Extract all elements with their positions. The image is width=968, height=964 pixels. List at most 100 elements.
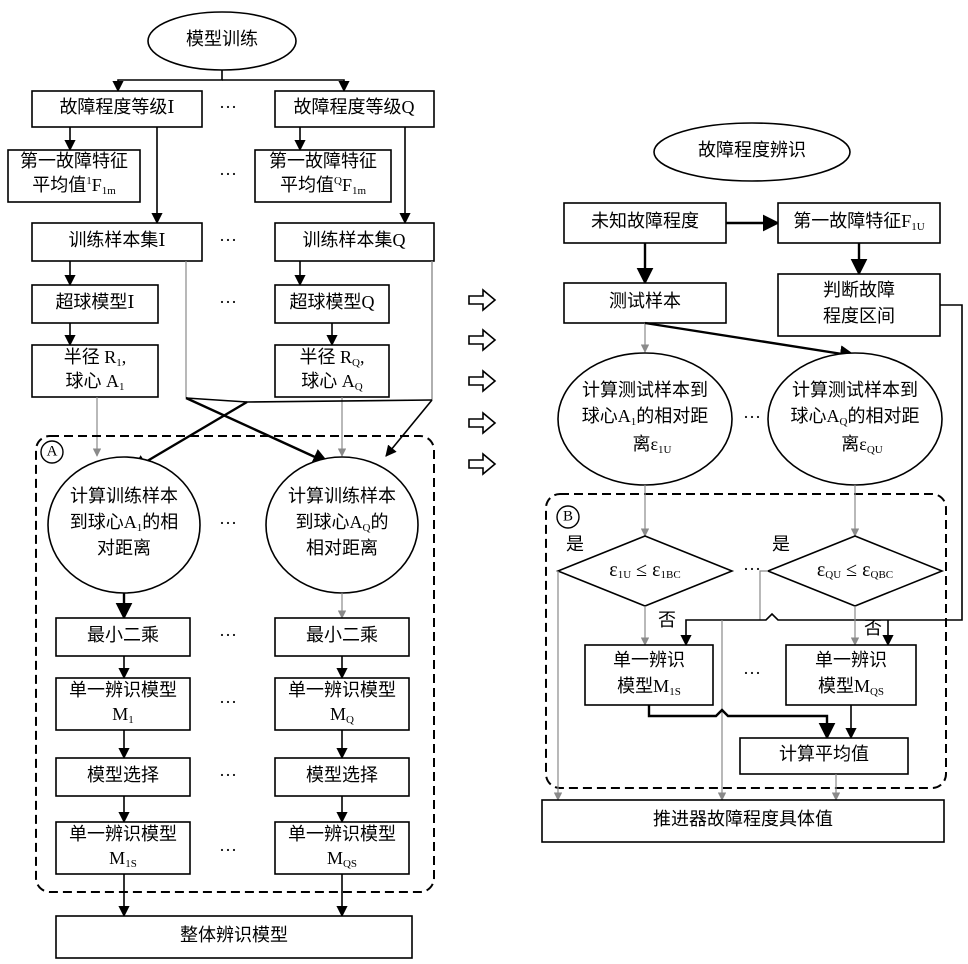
- region-b-tag: B: [563, 508, 573, 524]
- final-model-1-box: 单一辨识模型 M1S: [56, 822, 190, 874]
- hollow-arrow-icon: [469, 371, 495, 391]
- ellipsis: ···: [219, 765, 237, 785]
- ellipsis: ···: [219, 692, 237, 712]
- identification-title-node: 故障程度辨识: [654, 123, 850, 181]
- hypersphere-q-label: 超球模型Q: [290, 292, 375, 312]
- feature-mean-1-line1: 第一故障特征: [20, 151, 128, 171]
- model-selection-1-box: 模型选择: [56, 758, 190, 796]
- average-label: 计算平均值: [779, 744, 869, 764]
- ellipsis: ···: [219, 292, 237, 312]
- overall-model-box: 整体辨识模型: [56, 916, 412, 958]
- judge-interval-box: 判断故障 程度区间: [778, 274, 940, 336]
- distance-q-line1: 计算训练样本: [288, 486, 396, 506]
- identification-title: 故障程度辨识: [698, 140, 806, 160]
- distance-q-line2: 到球心AQ的: [296, 512, 389, 533]
- feature-mean-q-line1: 第一故障特征: [269, 151, 377, 171]
- region-a-tag: A: [47, 443, 58, 459]
- fault-level-1-box: 故障程度等级Ⅰ: [32, 91, 202, 127]
- ellipsis: ···: [219, 513, 237, 533]
- training-title: 模型训练: [186, 29, 258, 49]
- distance-1-line2: 到球心A1的相: [70, 512, 179, 533]
- hollow-arrow-icon: [469, 330, 495, 350]
- test-sample-label: 测试样本: [609, 291, 681, 311]
- least-squares-q-label: 最小二乘: [306, 625, 378, 645]
- training-set-1-label: 训练样本集Ⅰ: [68, 230, 165, 250]
- yes-label-1: 是: [566, 534, 584, 554]
- training-title-node: 模型训练: [148, 12, 296, 70]
- training-set-q-box: 训练样本集Q: [275, 223, 434, 261]
- single-model-q-line1: 单一辨识模型: [288, 680, 396, 700]
- final-model-1-line1: 单一辨识模型: [69, 824, 177, 844]
- single-id-model-q-box: 单一辨识 模型MQS: [786, 645, 916, 705]
- fault-level-q-label: 故障程度等级Q: [294, 97, 415, 117]
- least-squares-1-label: 最小二乘: [87, 625, 159, 645]
- distance-1-line3: 对距离: [97, 538, 151, 558]
- final-model-q-box: 单一辨识模型 MQS: [275, 822, 409, 874]
- single-id-model-1-line1: 单一辨识: [613, 650, 685, 670]
- test-distance-1-line1: 计算测试样本到: [582, 380, 708, 400]
- radius-center-q-box: 半径 RQ, 球心 AQ: [275, 345, 389, 397]
- final-model-q-line1: 单一辨识模型: [288, 824, 396, 844]
- least-squares-1-box: 最小二乘: [56, 618, 190, 656]
- ellipsis: ···: [743, 407, 761, 427]
- test-distance-q-line2: 球心AQ的相对距: [791, 406, 920, 427]
- distance-q-circle: 计算训练样本 到球心AQ的 相对距离: [266, 457, 418, 593]
- distance-1-circle: 计算训练样本 到球心A1的相 对距离: [48, 457, 200, 593]
- test-distance-q-circle: 计算测试样本到 球心AQ的相对距 离εQU: [768, 353, 942, 485]
- hypersphere-1-box: 超球模型Ⅰ: [32, 285, 158, 323]
- first-feature-box: 第一故障特征F1U: [778, 203, 940, 243]
- overall-model-label: 整体辨识模型: [180, 925, 288, 945]
- training-set-1-box: 训练样本集Ⅰ: [32, 223, 202, 261]
- single-model-q-box: 单一辨识模型 MQ: [275, 678, 409, 730]
- condition-1-diamond: ε1U ≤ ε1BC: [558, 536, 732, 606]
- final-result-box: 推进器故障程度具体值: [542, 800, 944, 842]
- test-sample-box: 测试样本: [564, 283, 726, 323]
- condition-q-diamond: εQU ≤ εQBC: [768, 536, 942, 606]
- ellipsis: ···: [219, 230, 237, 250]
- feature-mean-1-box: 第一故障特征 平均值1F1m: [8, 150, 140, 202]
- average-box: 计算平均值: [740, 738, 908, 774]
- least-squares-q-box: 最小二乘: [275, 618, 409, 656]
- ellipsis: ···: [743, 663, 761, 683]
- hypersphere-q-box: 超球模型Q: [275, 285, 389, 323]
- hollow-arrow-icon: [469, 454, 495, 474]
- yes-label-q: 是: [772, 534, 790, 554]
- transfer-arrows: [469, 290, 495, 474]
- ellipsis: ···: [219, 97, 237, 117]
- single-model-1-box: 单一辨识模型 M1: [56, 678, 190, 730]
- no-label-1: 否: [658, 610, 676, 630]
- training-section: 模型训练 故障程度等级Ⅰ ··· 故障程度等级Q 第一故障特征 平均值1F1m …: [8, 12, 434, 958]
- radius-center-1-box: 半径 R1, 球心 A1: [32, 345, 158, 397]
- single-id-model-q-line1: 单一辨识: [815, 650, 887, 670]
- single-model-1-line1: 单一辨识模型: [69, 680, 177, 700]
- judge-interval-line2: 程度区间: [823, 306, 895, 326]
- feature-mean-q-box: 第一故障特征 平均值QF1m: [255, 150, 391, 202]
- center-1-label: 球心 A1: [66, 371, 125, 392]
- fault-level-1-label: 故障程度等级Ⅰ: [59, 97, 174, 117]
- ellipsis: ···: [743, 559, 761, 579]
- hollow-arrow-icon: [469, 290, 495, 310]
- judge-interval-line1: 判断故障: [823, 280, 895, 300]
- first-feature-label: 第一故障特征F1U: [793, 211, 925, 232]
- single-id-model-1-box: 单一辨识 模型M1S: [585, 645, 713, 705]
- no-label-q: 否: [864, 618, 882, 638]
- ellipsis: ···: [219, 164, 237, 184]
- test-distance-q-line1: 计算测试样本到: [792, 380, 918, 400]
- distance-q-line3: 相对距离: [306, 538, 378, 558]
- ellipsis: ···: [219, 840, 237, 860]
- unknown-fault-box: 未知故障程度: [564, 203, 726, 243]
- test-distance-1-circle: 计算测试样本到 球心A1的相对距 离ε1U: [558, 353, 732, 485]
- model-selection-1-label: 模型选择: [87, 765, 159, 785]
- distance-1-line1: 计算训练样本: [70, 486, 178, 506]
- training-set-q-label: 训练样本集Q: [303, 230, 406, 250]
- identification-section: 故障程度辨识 未知故障程度 第一故障特征F1U 测试样本 判断故障 程度区间 计…: [542, 123, 962, 842]
- ellipsis: ···: [219, 625, 237, 645]
- unknown-fault-label: 未知故障程度: [591, 211, 699, 231]
- hypersphere-1-label: 超球模型Ⅰ: [55, 292, 134, 312]
- model-selection-q-box: 模型选择: [275, 758, 409, 796]
- test-distance-1-line2: 球心A1的相对距: [582, 406, 709, 427]
- hollow-arrow-icon: [469, 413, 495, 433]
- fault-level-q-box: 故障程度等级Q: [275, 91, 434, 127]
- model-selection-q-label: 模型选择: [306, 765, 378, 785]
